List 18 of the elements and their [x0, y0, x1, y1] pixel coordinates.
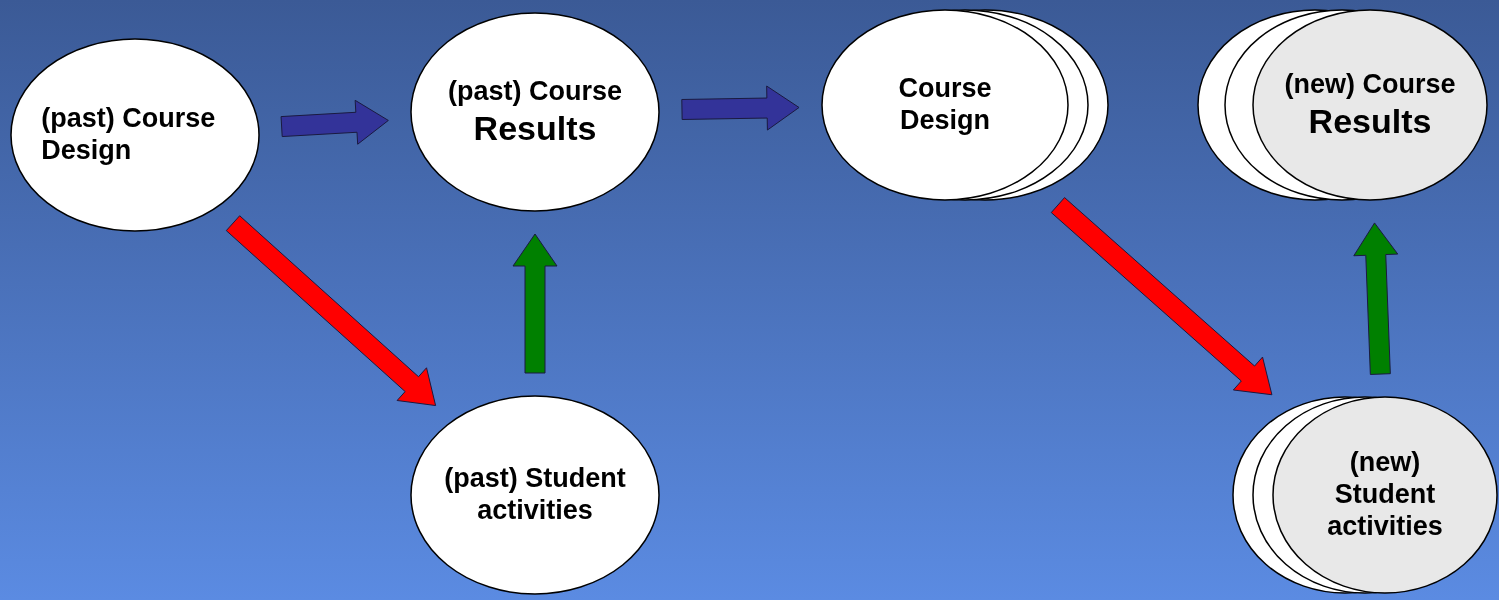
block-arrow: [512, 233, 558, 374]
block-arrow: [280, 99, 389, 145]
block-arrow: [1353, 222, 1399, 375]
node-label: (past) Student activities: [443, 463, 627, 527]
node-label: (new) Student activities: [1326, 447, 1444, 543]
ellipse-node: [408, 393, 662, 597]
ellipse-node: [408, 10, 662, 214]
node-label: (past) Course Results: [447, 76, 623, 148]
node-label: (new) Course Results: [1283, 69, 1457, 141]
node-label: (past) Course Design: [41, 103, 217, 167]
stacked-ellipse-node: [1195, 7, 1490, 203]
block-arrow: [225, 215, 437, 407]
stacked-ellipse-node: [819, 7, 1111, 203]
ellipse-node: [8, 36, 262, 234]
stacked-ellipse-node: [1230, 394, 1498, 596]
block-arrow: [681, 85, 800, 131]
node-label: Course Design: [897, 73, 993, 137]
block-arrow: [1050, 197, 1273, 396]
